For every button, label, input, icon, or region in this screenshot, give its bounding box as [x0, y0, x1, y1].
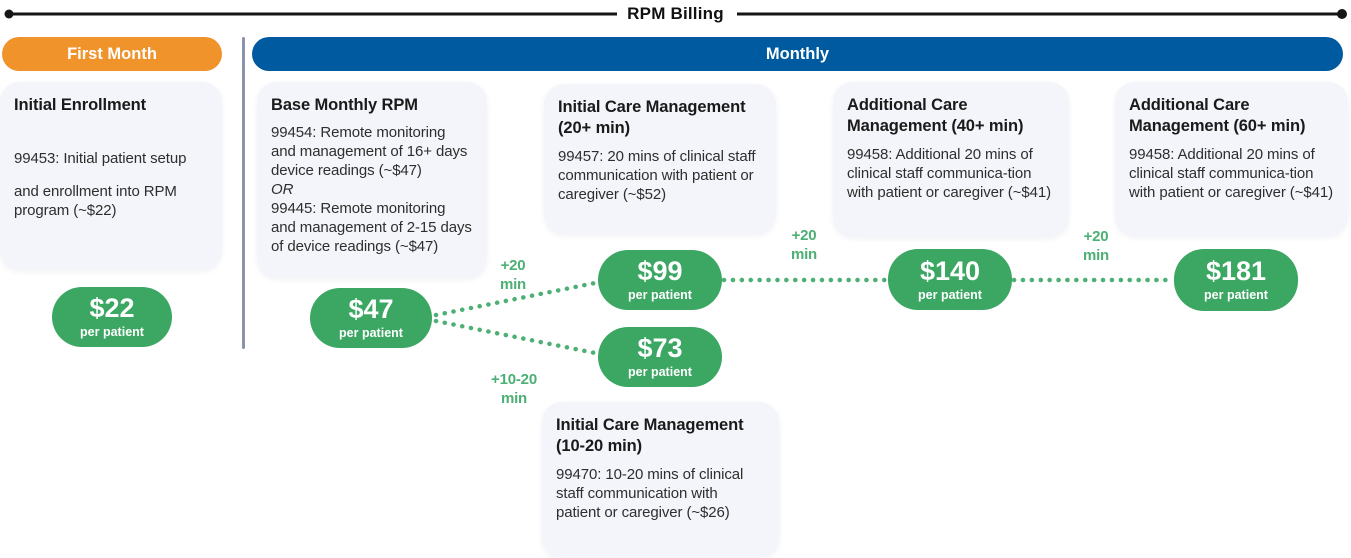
badge-unit: per patient	[1204, 288, 1268, 302]
card-text: 99470: 10-20 mins of clinical staff comm…	[556, 465, 744, 521]
connector-label-line2: min	[790, 245, 818, 263]
card-text: 99458: Additional 20 mins of clinical st…	[1129, 145, 1333, 201]
connector-label-line1: +20	[1083, 228, 1109, 245]
card-title: Additional Care Management (60+ min)	[1129, 96, 1306, 136]
card-initial-care-10-20: Initial Care Management (10-20 min) 9947…	[542, 402, 779, 558]
header-monthly-label: Monthly	[765, 44, 830, 63]
diagram-title: RPM Billing	[627, 4, 724, 23]
card-text: 99454: Remote monitoring and management …	[271, 124, 468, 180]
badge-price: $99	[637, 256, 683, 286]
card-initial-care-20: Initial Care Management (20+ min) 99457:…	[544, 84, 776, 234]
card-text: 99453: Initial patient setup	[14, 150, 187, 168]
badge-unit: per patient	[918, 287, 982, 302]
connector-base-to-care1020	[433, 318, 603, 357]
card-additional-care-40: Additional Care Management (40+ min) 994…	[833, 82, 1069, 237]
header-monthly: Monthly	[252, 37, 1343, 71]
badge-unit: per patient	[339, 326, 403, 340]
card-additional-care-60: Additional Care Management (60+ min) 994…	[1115, 82, 1348, 236]
header-first-month: First Month	[2, 37, 222, 71]
connector-label-care20: +20 min	[477, 257, 549, 295]
connector-label-care40: +20 min	[768, 227, 840, 265]
card-text: 99445: Remote monitoring and management …	[271, 200, 472, 255]
price-badge-care40: $140 per patient	[888, 249, 1012, 310]
price-badge-care60: $181 per patient	[1174, 249, 1298, 311]
card-title: Initial Care Management (10-20 min)	[556, 416, 744, 456]
header-first-month-label: First Month	[67, 44, 157, 63]
card-text: 99457: 20 mins of clinical staff communi…	[558, 147, 756, 203]
badge-unit: per patient	[628, 288, 692, 302]
connector-label-line2: min	[499, 275, 527, 293]
price-badge-enrollment: $22 per patient	[52, 287, 172, 347]
badge-unit: per patient	[80, 325, 144, 339]
card-text: and enrollment into RPM program (~$22)	[14, 183, 177, 220]
badge-price: $47	[348, 294, 394, 324]
card-title: Initial Care Management (20+ min)	[558, 98, 746, 138]
connector-label-line2: min	[500, 389, 528, 407]
price-badge-base: $47 per patient	[310, 288, 432, 348]
badge-price: $73	[637, 333, 683, 363]
connector-label-care60: +20 min	[1060, 228, 1132, 266]
badge-price: $181	[1205, 256, 1267, 286]
connector-label-line1: +10-20	[491, 371, 537, 388]
connector-label-line2: min	[1082, 246, 1110, 264]
badge-price: $22	[89, 293, 135, 323]
section-divider	[242, 37, 245, 349]
connector-label-line1: +20	[500, 257, 526, 274]
card-initial-enrollment: Initial Enrollment 99453: Initial patien…	[0, 82, 222, 270]
badge-unit: per patient	[628, 365, 692, 379]
card-base-monthly-rpm: Base Monthly RPM 99454: Remote monitorin…	[257, 82, 487, 278]
card-title: Additional Care Management (40+ min)	[847, 96, 1024, 136]
card-text-or: OR	[271, 181, 294, 199]
connector-label-line1: +20	[791, 227, 817, 244]
price-badge-care1020: $73 per patient	[598, 327, 722, 387]
card-title: Initial Enrollment	[14, 96, 147, 114]
card-text: 99458: Additional 20 mins of clinical st…	[847, 145, 1051, 201]
badge-price: $140	[919, 255, 981, 286]
price-badge-care20: $99 per patient	[598, 250, 722, 310]
card-title: Base Monthly RPM	[271, 96, 418, 114]
connector-label-care1020: +10-20 min	[472, 371, 556, 409]
